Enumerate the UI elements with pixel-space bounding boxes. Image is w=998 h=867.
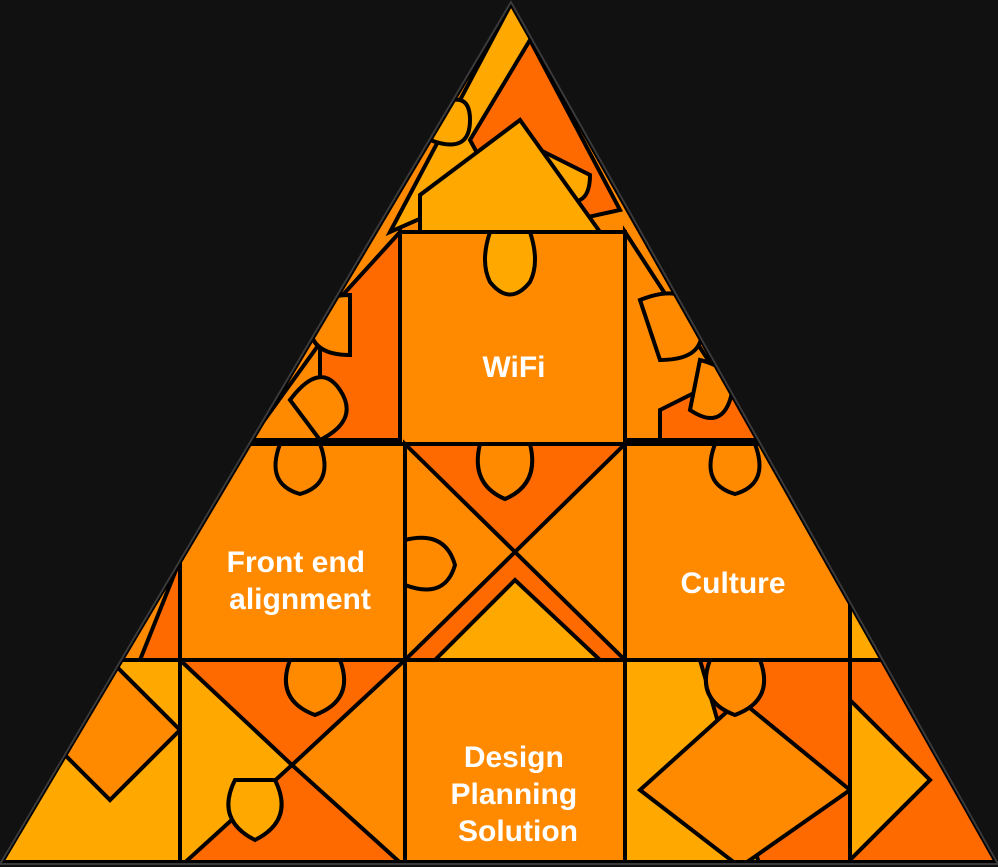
label-front-end-line2: alignment <box>229 583 371 616</box>
puzzle-piece <box>636 697 854 862</box>
puzzle-knob <box>226 778 284 843</box>
puzzle-knob <box>475 442 535 502</box>
label-design-planning-solution: Design Planning Solution <box>450 741 585 848</box>
label-front-end-line1: Front end <box>227 546 365 579</box>
puzzle-piece <box>848 695 933 862</box>
puzzle-knob <box>284 658 346 718</box>
puzzle-knob <box>483 230 537 297</box>
puzzle-knob <box>708 442 762 497</box>
label-wifi: WiFi <box>482 351 545 384</box>
puzzle-knob <box>273 442 327 497</box>
label-front-end-alignment: Front end alignment <box>227 546 374 616</box>
label-design-line2: Planning <box>450 778 577 811</box>
puzzle-knob <box>704 658 766 718</box>
label-design-line1: Design <box>464 741 564 774</box>
puzzle-knob <box>687 357 734 420</box>
label-culture: Culture <box>681 567 786 600</box>
puzzle-knob <box>307 292 352 358</box>
puzzle-knob <box>403 535 458 592</box>
puzzle-knob <box>287 375 349 443</box>
label-design-line3: Solution <box>458 815 578 848</box>
